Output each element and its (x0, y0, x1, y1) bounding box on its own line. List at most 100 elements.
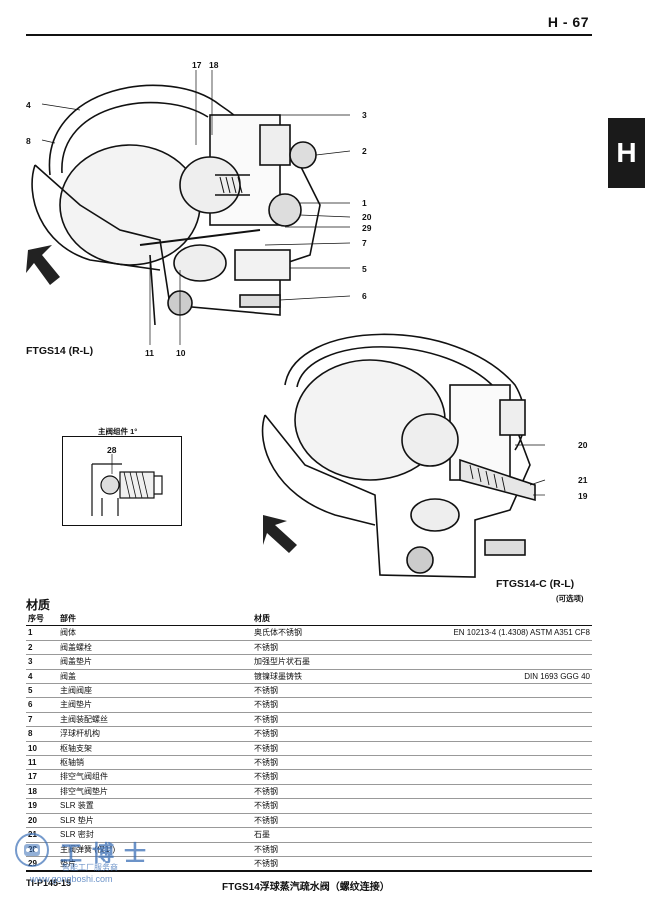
callout-7: 7 (362, 238, 367, 248)
row-spec (354, 741, 592, 755)
callout-1: 1 (362, 198, 367, 208)
row-part: 主阀装配螺丝 (60, 714, 108, 724)
callout-29: 29 (362, 223, 372, 233)
material-row: 8 浮球杆机构 不锈钢 (26, 727, 592, 742)
row-number: 5 (28, 686, 33, 696)
material-row: 6 主阀垫片 不锈钢 (26, 698, 592, 713)
row-part: 枢轴销 (60, 758, 84, 768)
row-spec (354, 727, 592, 741)
materials-rows: 1 阀体 奥氏体不锈钢 EN 10213-4 (1.4308) ASTM A351 C… (26, 626, 592, 871)
materials-title: 材质 (26, 598, 51, 612)
row-spec (354, 684, 592, 698)
row-spec (354, 640, 592, 654)
row-material: 镀镍球墨铸铁 (254, 671, 302, 681)
row-number: 11 (28, 758, 37, 768)
header-part: 部件 (60, 614, 76, 623)
figure2-caption: FTGS14-C (R-L) (496, 578, 575, 590)
callout-4: 4 (26, 100, 31, 110)
row-number: 6 (28, 700, 33, 710)
row-part: 枢轴支架 (60, 743, 92, 753)
row-spec (354, 842, 592, 856)
figure2-note: (可选项) (556, 594, 584, 603)
row-part: SLR 装置 (60, 801, 94, 811)
row-number: 18 (28, 786, 37, 796)
row-spec (354, 813, 592, 827)
row-number: 3 (28, 657, 33, 667)
row-part: 排空气阀垫片 (60, 786, 108, 796)
row-number: 2 (28, 642, 33, 652)
footer-rule (26, 870, 592, 872)
row-material: 不锈钢 (254, 700, 278, 710)
row-spec (354, 784, 592, 798)
callout-20b: 20 (578, 440, 588, 450)
material-row: 5 主阀阀座 不锈钢 (26, 684, 592, 698)
callout-18: 18 (209, 60, 219, 70)
callout-8: 8 (26, 136, 31, 146)
row-part: 阀盖垫片 (60, 657, 92, 667)
callout-3: 3 (362, 110, 367, 120)
row-material: 不锈钢 (254, 786, 278, 796)
row-part: 主阀垫片 (60, 700, 92, 710)
section-tab[interactable]: H (608, 118, 645, 188)
watermark-tagline: 智能工厂服务商 (62, 863, 118, 872)
row-number: 8 (28, 729, 33, 739)
row-material: 不锈钢 (254, 743, 278, 753)
row-material: 不锈钢 (254, 858, 278, 868)
ftgs14-c-drawing (261, 333, 546, 578)
row-number: 7 (28, 714, 33, 724)
row-spec (354, 799, 592, 813)
row-material: 石墨 (254, 830, 270, 840)
row-part: 主阀弹簧 (仅1°) (60, 844, 116, 854)
row-part: 阀盖螺栓 (60, 642, 92, 652)
row-spec: DIN 1693 GGG 40 (524, 671, 590, 681)
row-number: 17 (28, 772, 37, 782)
inset-title: 主阀组件 1° (98, 427, 138, 436)
row-part: 主阀阀座 (60, 686, 92, 696)
callout-2: 2 (362, 146, 367, 156)
row-material: 不锈钢 (254, 729, 278, 739)
callout-10: 10 (176, 348, 186, 358)
row-part: 阀体 (60, 628, 76, 638)
row-material: 不锈钢 (254, 686, 278, 696)
ftgs14-drawing (26, 70, 351, 345)
header-material: 材质 (254, 614, 270, 623)
row-number: 20 (28, 815, 37, 825)
row-part: 阀盖 (60, 671, 76, 681)
header-rule (26, 34, 592, 36)
row-material: 不锈钢 (254, 815, 278, 825)
callout-5: 5 (362, 264, 367, 274)
row-part: SLR 密封 (60, 830, 94, 840)
materials-table: 序号 部件 材质 1 阀体 奥氏体不锈钢 EN 10213-4 (1.4308) AS… (26, 612, 592, 871)
row-spec (354, 698, 592, 712)
callout-20: 20 (362, 212, 372, 222)
row-spec: EN 10213-4 (1.4308) ASTM A351 CF8 (453, 628, 590, 638)
row-number: 4 (28, 671, 33, 681)
callout-19: 19 (578, 491, 588, 501)
row-spec (354, 756, 592, 770)
row-material: 不锈钢 (254, 844, 278, 854)
header-spec (354, 612, 592, 626)
main-valve-inset (62, 436, 182, 526)
figure1-caption: FTGS14 (R-L) (26, 345, 94, 357)
row-spec (354, 655, 592, 669)
row-part: 浮球杆机构 (60, 729, 100, 739)
row-number: 29 (28, 858, 37, 868)
materials-header-row: 序号 部件 材质 (26, 612, 592, 626)
row-spec (354, 712, 592, 726)
row-material: 奥氏体不锈钢 (254, 628, 302, 638)
material-row: 4 阀盖 镀镍球墨铸铁 DIN 1693 GGG 40 (26, 669, 592, 684)
watermark-url[interactable]: www.gongboshi.com (30, 874, 113, 884)
watermark-brand: 工博士 (60, 841, 157, 866)
row-number: 1 (28, 628, 33, 638)
material-row: 1 阀体 奥氏体不锈钢 EN 10213-4 (1.4308) ASTM A351 C… (26, 626, 592, 641)
row-material: 不锈钢 (254, 642, 278, 652)
footer-ref: TI-P145-15 (26, 878, 72, 888)
callout-17: 17 (192, 60, 202, 70)
row-part: 排空气阀组件 (60, 772, 108, 782)
callout-21: 21 (578, 475, 588, 485)
header-no: 序号 (28, 614, 44, 623)
